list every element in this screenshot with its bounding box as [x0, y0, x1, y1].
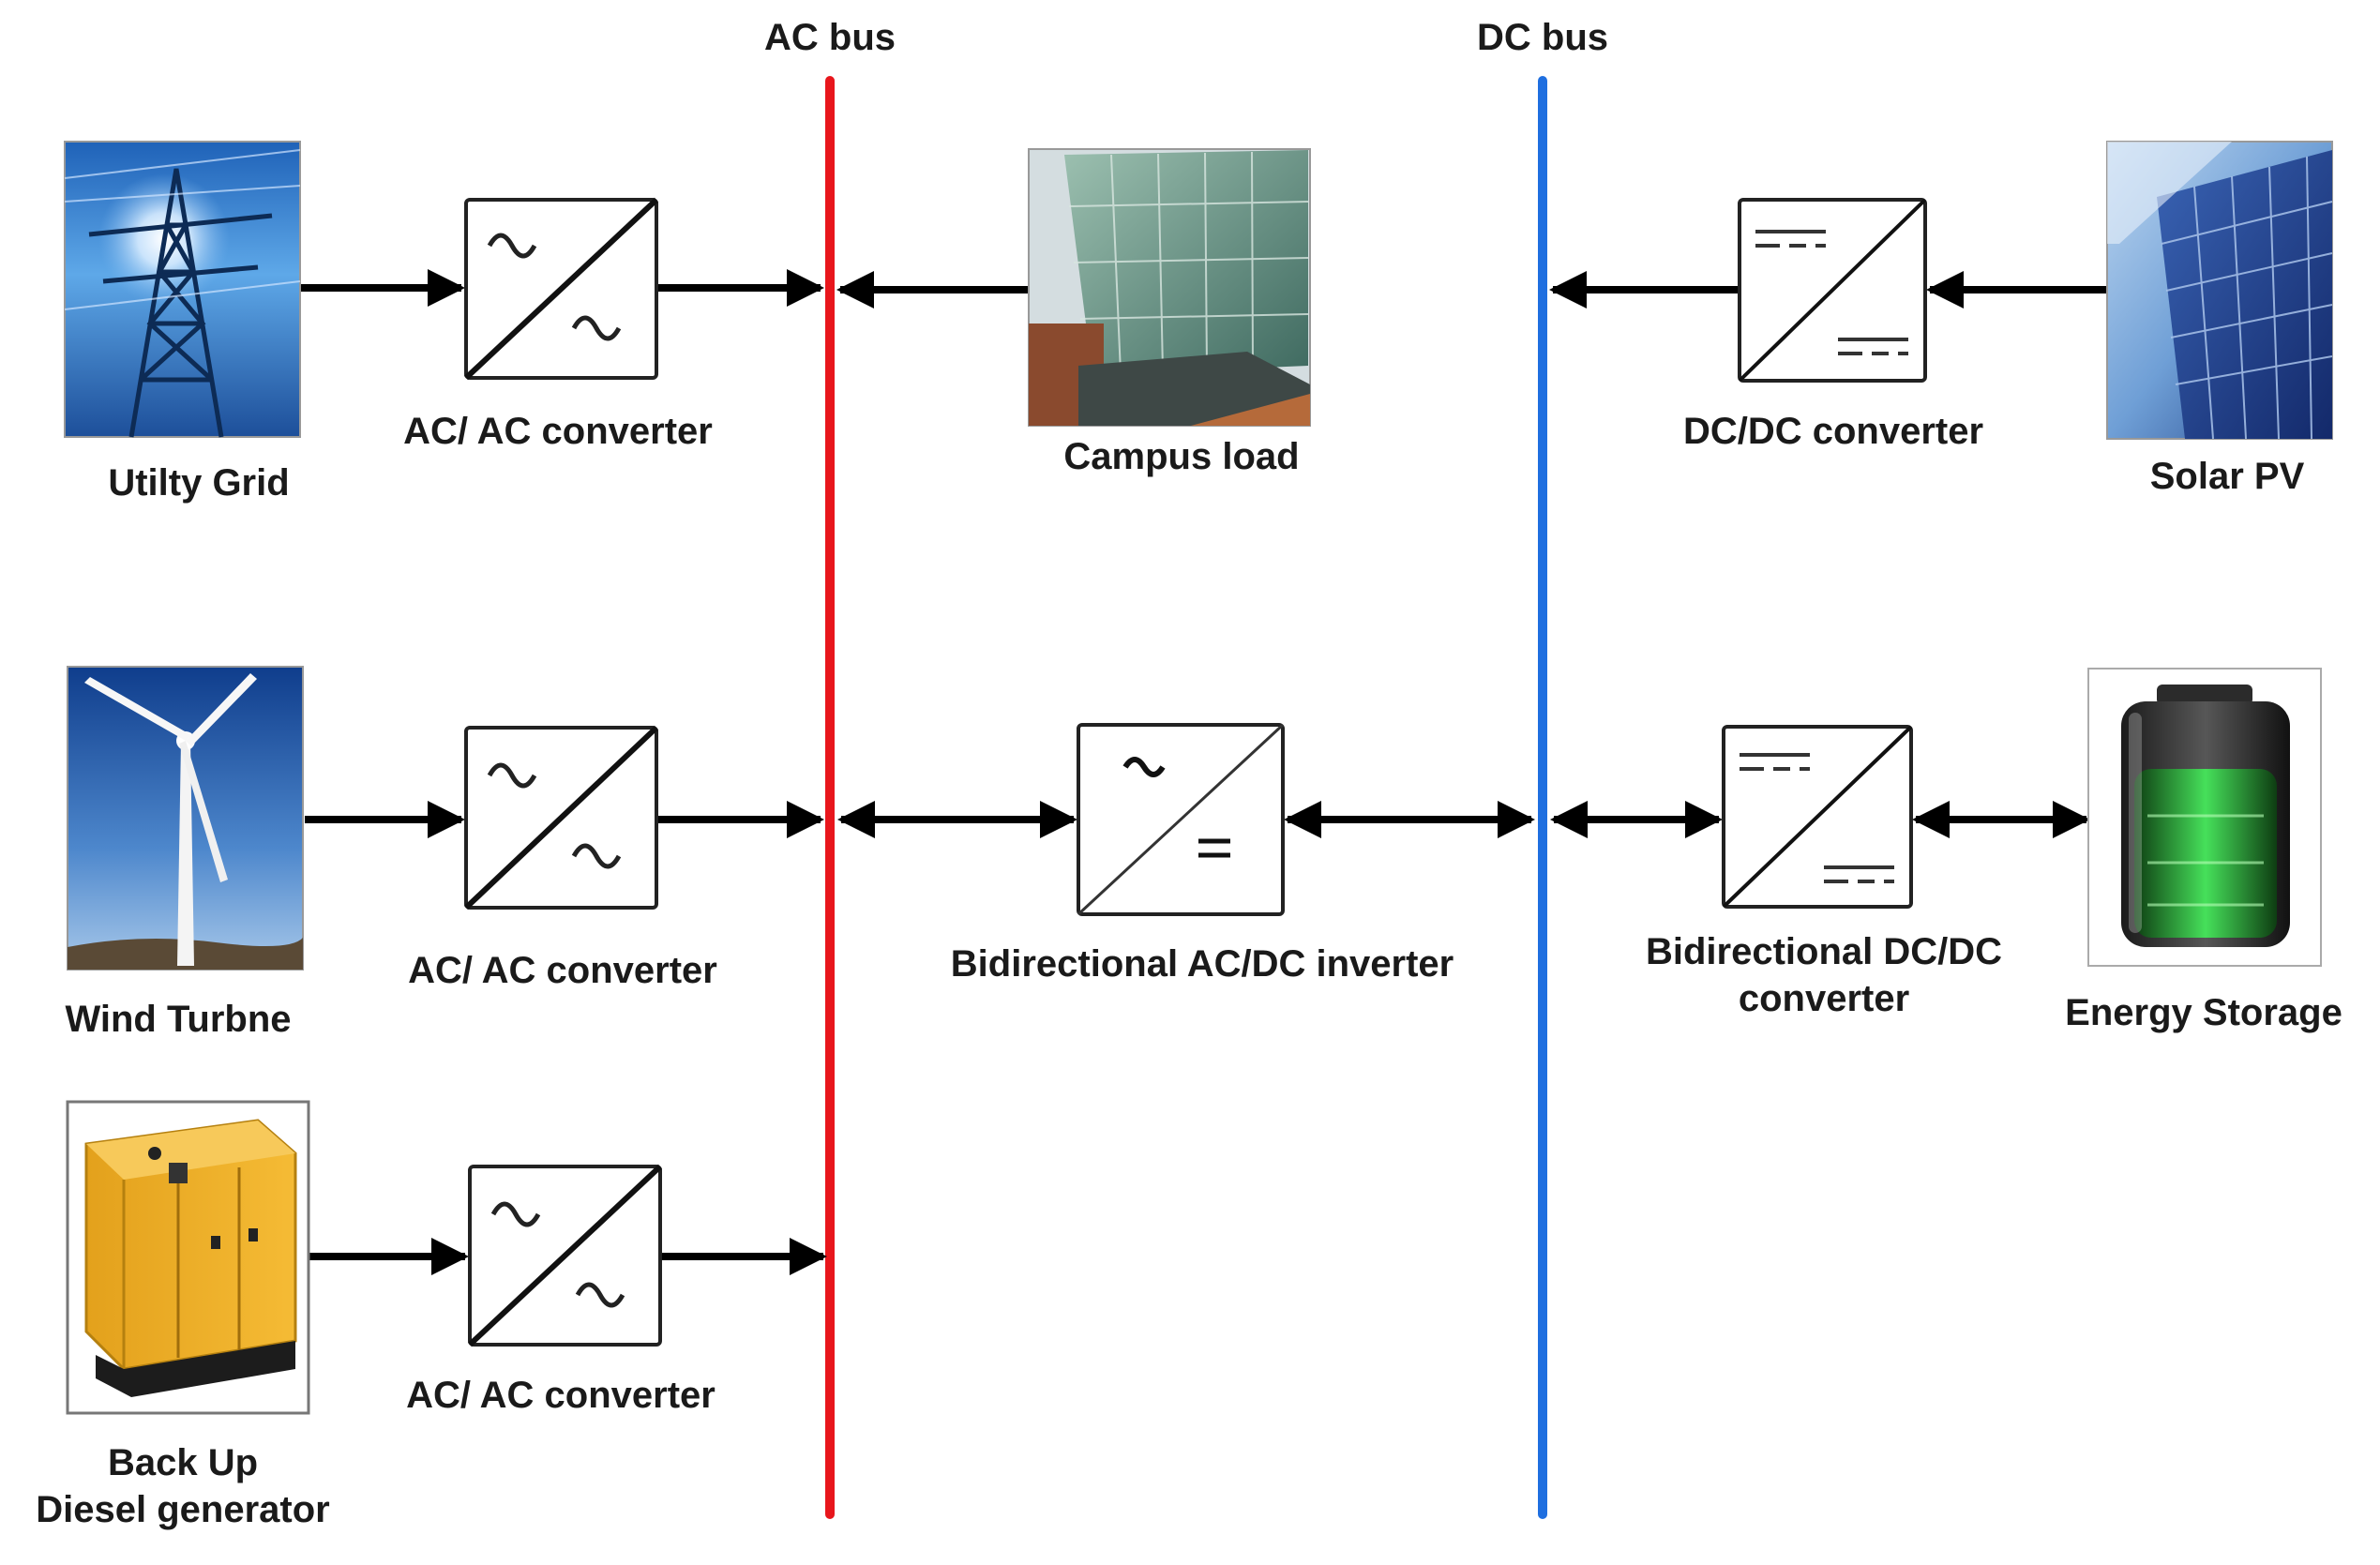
bidirectional-inverter-box	[1077, 723, 1285, 916]
wind-turbine-label: Wind Turbne	[65, 999, 292, 1040]
ac-bus-label: AC bus	[764, 17, 896, 58]
dc-dc-converter-label: DC/DC converter	[1682, 411, 1984, 452]
bidirectional-dc-dc-label-line2: converter	[1738, 978, 1910, 1019]
campus-load-label: Campus load	[1063, 436, 1300, 477]
battery-photo	[2087, 668, 2322, 967]
dc-symbol-icon	[1740, 753, 1894, 883]
energy-storage-label: Energy Storage	[2065, 992, 2342, 1033]
bidirectional-dc-dc-label-line1: Bidirectional DC/DC	[1645, 931, 2003, 972]
wind-turbine-photo	[67, 666, 304, 971]
ac-ac-converter-3	[467, 1164, 663, 1347]
solar-pv-label: Solar PV	[2149, 456, 2305, 497]
ac-wave-icon	[575, 1282, 625, 1308]
ac-ac-converter-1	[463, 197, 659, 381]
dc-dc-converter-box	[1738, 198, 1927, 383]
ac-wave-icon	[490, 1201, 541, 1227]
diesel-generator-photo	[66, 1100, 310, 1415]
ac-wave-icon	[571, 843, 622, 869]
ac-ac-converter-1-label: AC/ AC converter	[403, 411, 713, 452]
ac-wave-icon	[487, 762, 537, 789]
solar-panel-photo	[2106, 141, 2333, 440]
diesel-generator-label-line1: Back Up	[107, 1442, 259, 1483]
ac-wave-icon	[1122, 757, 1166, 777]
transmission-tower-photo	[64, 141, 301, 438]
utility-grid-label: Utilty Grid	[108, 462, 290, 504]
dc-symbol-icon	[1755, 230, 1908, 355]
bidirectional-dc-dc-converter-box	[1722, 725, 1913, 909]
diesel-generator-label-line2: Diesel generator	[36, 1489, 330, 1530]
ac-wave-icon	[487, 233, 537, 259]
bidirectional-inverter-label: Bidirectional AC/DC inverter	[950, 943, 1454, 985]
ac-ac-converter-2	[463, 725, 659, 910]
dc-bus-label: DC bus	[1477, 17, 1608, 58]
arrows	[300, 269, 2107, 1275]
ac-wave-icon	[571, 315, 622, 341]
campus-building-photo	[1028, 148, 1311, 427]
ac-ac-converter-2-label: AC/ AC converter	[408, 950, 717, 991]
ac-ac-converter-3-label: AC/ AC converter	[406, 1375, 716, 1416]
